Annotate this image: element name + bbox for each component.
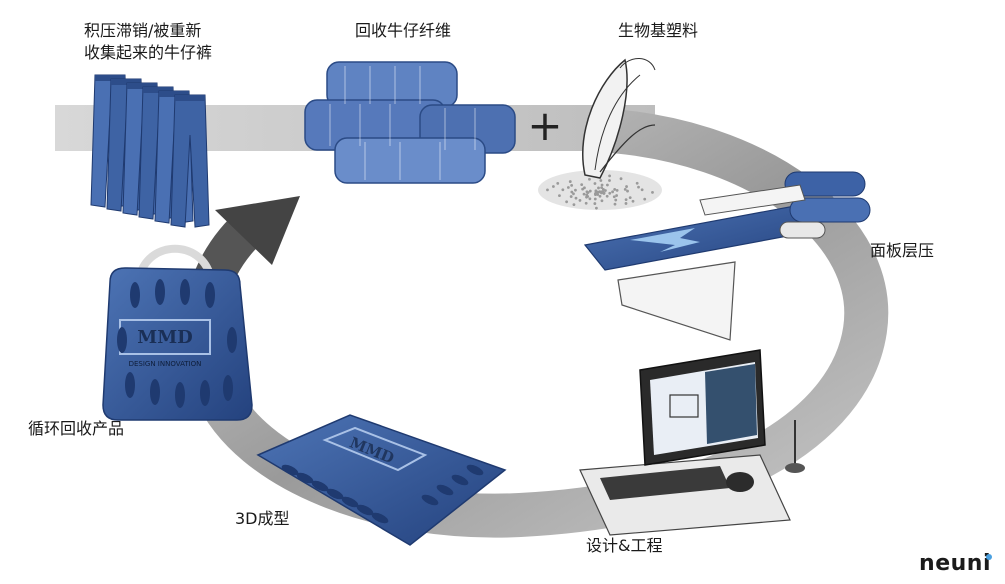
plus-sign: + xyxy=(527,101,562,150)
corn-illustration xyxy=(538,58,662,210)
label-lamination: 面板层压 xyxy=(870,241,935,260)
label-bioplastic: 生物基塑料 xyxy=(618,21,699,40)
brand-logo-text: neuni xyxy=(919,551,991,576)
lamination-illustration xyxy=(583,171,871,341)
label-jeans-line2: 收集起来的牛仔裤 xyxy=(84,43,213,62)
label-forming: 3D成型 xyxy=(235,509,290,528)
jeans-pair xyxy=(170,94,210,228)
bag-illustration: MMD DESIGN INNOVATION xyxy=(102,244,253,421)
label-fiber: 回收牛仔纤维 xyxy=(355,21,452,40)
brand-logo-dot xyxy=(986,554,992,560)
computer-illustration xyxy=(579,349,805,536)
formed-panel-illustration: MMD xyxy=(256,414,507,546)
svg-text:MMD: MMD xyxy=(137,327,192,348)
brand-logo: neuni xyxy=(919,551,992,576)
loop-arrow-head xyxy=(215,196,300,265)
fiber-bales-illustration xyxy=(304,61,516,184)
label-design: 设计&工程 xyxy=(586,536,663,555)
jeans-illustration xyxy=(90,74,210,228)
svg-text:DESIGN INNOVATION: DESIGN INNOVATION xyxy=(129,360,202,368)
label-jeans-line1: 积压滞销/被重新 xyxy=(84,21,202,40)
label-product: 循环回收产品 xyxy=(28,419,125,438)
